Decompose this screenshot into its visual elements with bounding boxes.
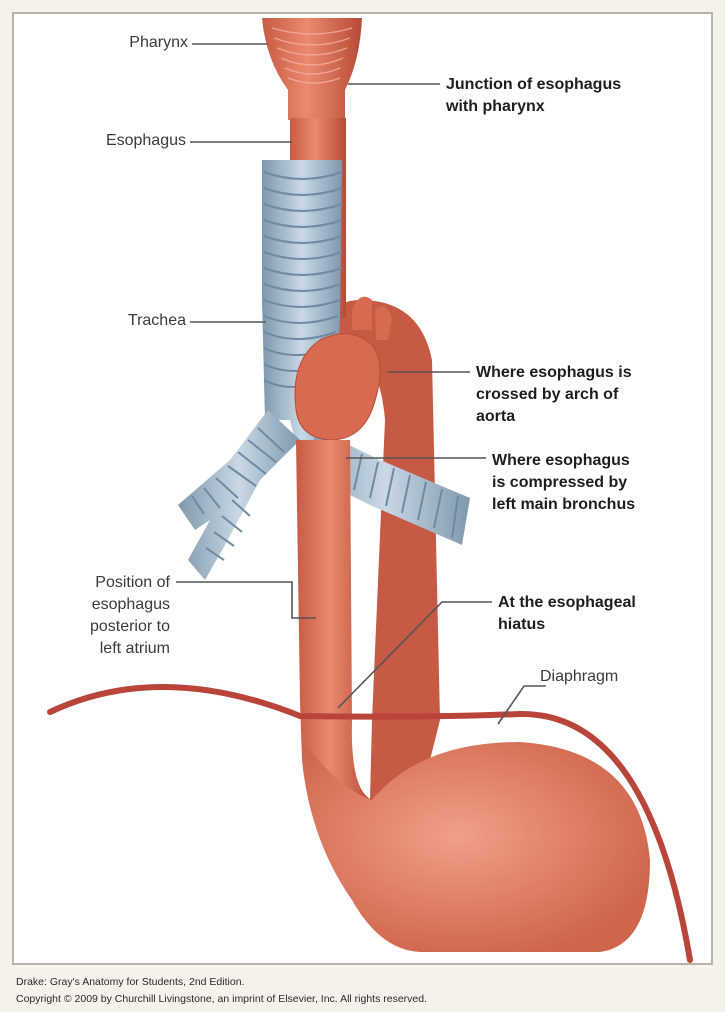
label-diaphragm: Diaphragm [540,666,680,688]
right-bronchus [178,410,300,580]
label-position-line4: left atrium [30,638,170,660]
label-pharynx: Pharynx [80,32,188,54]
label-hiatus-line2: hiatus [498,614,708,636]
caption-source: Drake: Gray's Anatomy for Students, 2nd … [16,976,244,988]
label-esophagus: Esophagus [50,130,186,152]
label-arch-line1: Where esophagus is [476,362,716,384]
label-position-line1: Position of [30,572,170,594]
label-junction-line2: with pharynx [446,96,706,118]
label-trachea: Trachea [80,310,186,332]
label-position-line2: esophagus [30,594,170,616]
label-position-posterior: Position of esophagus posterior to left … [30,572,170,660]
caption-copyright: Copyright © 2009 by Churchill Livingston… [16,993,427,1005]
label-arch-line3: aorta [476,406,716,428]
label-bronchus-line3: left main bronchus [492,494,718,516]
label-hiatus-line1: At the esophageal [498,592,708,614]
label-aortic-crossing: Where esophagus is crossed by arch of ao… [476,362,716,428]
label-junction-line1: Junction of esophagus [446,74,706,96]
label-bronchus-compression: Where esophagus is compressed by left ma… [492,450,718,516]
label-bronchus-line1: Where esophagus [492,450,718,472]
label-position-line3: posterior to [30,616,170,638]
label-hiatus: At the esophageal hiatus [498,592,708,636]
label-arch-line2: crossed by arch of [476,384,716,406]
label-bronchus-line2: is compressed by [492,472,718,494]
label-junction: Junction of esophagus with pharynx [446,74,706,118]
